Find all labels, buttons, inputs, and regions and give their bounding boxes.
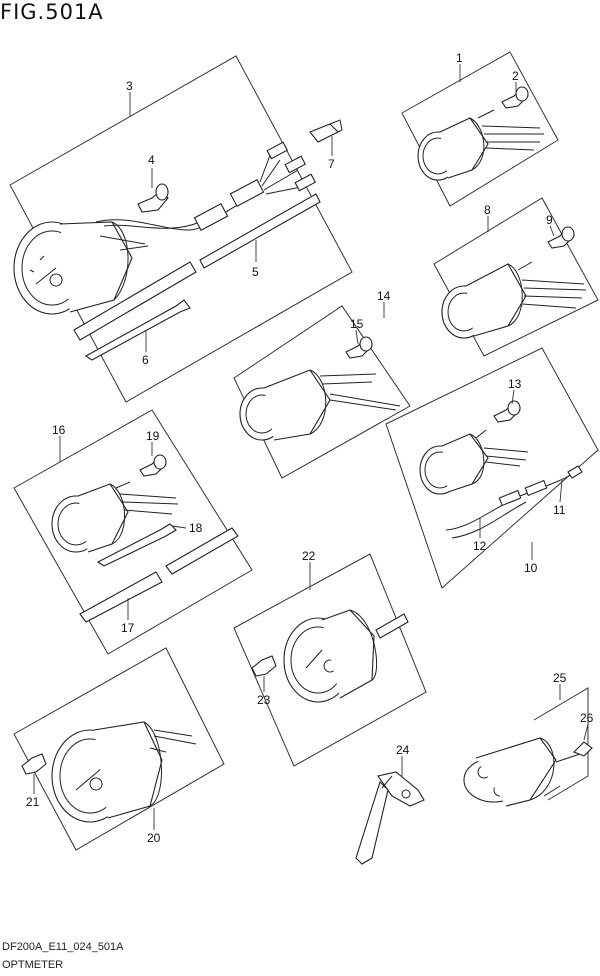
callout-4: 4 [148, 153, 155, 167]
leader-lines [33, 64, 589, 830]
callout-21: 21 [26, 795, 40, 809]
callout-25: 25 [553, 671, 567, 685]
part-24-sender [355, 771, 425, 865]
callout-2: 2 [512, 69, 519, 83]
footer-diagram-name: OPTMETER [2, 959, 64, 971]
callout-15: 15 [350, 317, 364, 331]
callout-1: 1 [456, 51, 463, 65]
callout-20: 20 [147, 831, 161, 845]
callout-3: 3 [126, 79, 133, 93]
group-20-frame [13, 647, 225, 851]
callout-18: 18 [189, 521, 203, 535]
callout-26: 26 [580, 711, 594, 725]
callout-17: 17 [121, 621, 135, 635]
callout-5: 5 [252, 265, 259, 279]
callout-13: 13 [508, 377, 522, 391]
group-3-frame [9, 55, 353, 403]
callout-22: 22 [302, 549, 316, 563]
group-8-frame [433, 197, 599, 357]
callout-23: 23 [257, 693, 271, 707]
footer-diagram-code: DF200A_E11_024_501A [2, 941, 124, 953]
callout-14: 14 [377, 289, 391, 303]
callout-24: 24 [396, 743, 410, 757]
callout-16: 16 [52, 423, 66, 437]
group-22-frame [233, 553, 427, 767]
callout-7: 7 [328, 157, 335, 171]
callout-8: 8 [484, 203, 491, 217]
callout-9: 9 [546, 213, 553, 227]
callout-11: 11 [553, 503, 566, 517]
group-1-frame [401, 51, 559, 207]
callout-12: 12 [473, 539, 487, 553]
group-10-frame [385, 347, 599, 589]
figure-title: FIG.501A [0, 0, 104, 24]
callout-6: 6 [142, 353, 149, 367]
callout-19: 19 [146, 429, 160, 443]
callout-10: 10 [524, 561, 538, 575]
group-16-frame [13, 409, 253, 655]
group-14-frame [233, 305, 411, 479]
callouts: 1 2 3 4 5 6 7 8 9 10 11 12 13 14 15 16 1… [26, 51, 594, 845]
part-25-bracket [463, 687, 593, 807]
